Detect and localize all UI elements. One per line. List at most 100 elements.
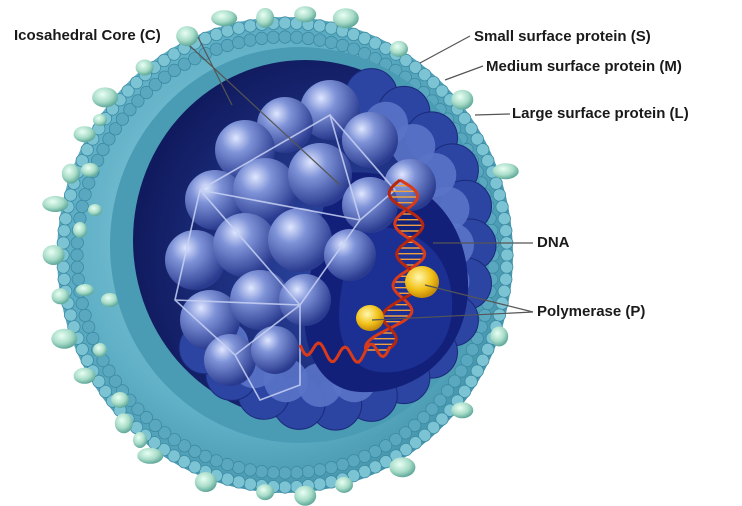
lipid-bead — [314, 478, 326, 490]
lipid-bead — [496, 201, 508, 213]
surface-protein — [256, 8, 274, 28]
surface-protein — [76, 284, 94, 296]
lipid-bead — [267, 467, 279, 479]
surface-protein — [335, 477, 353, 493]
lipid-bead — [59, 213, 71, 225]
surface-protein — [294, 486, 316, 506]
lipid-bead — [83, 177, 95, 189]
surface-protein — [62, 164, 80, 184]
lipid-bead — [221, 473, 233, 485]
lipid-bead — [210, 28, 222, 40]
lipid-bead — [314, 20, 326, 32]
surface-protein — [451, 90, 473, 110]
lipid-bead — [256, 32, 268, 44]
lipid-bead — [500, 225, 512, 237]
lipid-bead — [210, 43, 222, 55]
lipid-bead — [58, 225, 70, 237]
lipid-bead — [72, 273, 84, 285]
lipid-bead — [244, 20, 256, 32]
surface-protein — [111, 392, 129, 408]
lipid-bead — [64, 189, 76, 201]
lipid-bead — [302, 32, 314, 44]
surface-protein — [43, 245, 65, 265]
lipid-bead — [221, 458, 233, 470]
lipid-bead — [500, 273, 512, 285]
lipid-bead — [79, 188, 91, 200]
capsomer — [342, 112, 398, 168]
surface-protein — [211, 10, 237, 26]
lipid-bead — [493, 309, 505, 321]
capsomer — [279, 274, 331, 326]
surface-protein — [74, 368, 96, 384]
lipid-bead — [58, 273, 70, 285]
lipid-bead — [358, 465, 370, 477]
surface-protein — [115, 413, 133, 433]
lipid-bead — [501, 249, 513, 261]
lipid-bead — [233, 22, 245, 34]
lipid-bead — [244, 34, 256, 46]
lipid-bead — [244, 478, 256, 490]
label-medium-surface-protein: Medium surface protein (M) — [486, 58, 682, 76]
surface-protein — [176, 26, 198, 46]
lipid-bead — [498, 285, 510, 297]
lipid-bead — [291, 467, 303, 479]
lipid-bead — [87, 332, 99, 344]
lipid-bead — [314, 34, 326, 46]
capsomer — [268, 208, 332, 272]
surface-protein — [136, 60, 154, 76]
lipid-bead — [479, 309, 491, 321]
lipid-bead — [482, 154, 494, 166]
lipid-bead — [221, 39, 233, 51]
lipid-bead — [76, 297, 88, 309]
label-icosahedral-core: Icosahedral Core (C) — [14, 27, 161, 45]
surface-protein — [42, 196, 68, 212]
lipid-bead — [466, 343, 478, 355]
surface-protein — [93, 343, 107, 357]
lipid-bead — [71, 261, 83, 273]
lipid-bead — [325, 461, 337, 473]
lipid-bead — [256, 465, 268, 477]
surface-protein — [137, 448, 163, 464]
capsomer — [251, 326, 299, 374]
surface-protein — [195, 472, 217, 492]
surface-protein — [493, 163, 519, 179]
lipid-bead — [325, 36, 337, 48]
lipid-bead — [336, 39, 348, 51]
lipid-bead — [336, 458, 348, 470]
label-dna: DNA — [537, 234, 570, 252]
label-small-surface-protein: Small surface protein (S) — [474, 28, 651, 46]
surface-protein — [390, 41, 408, 57]
capsomer — [288, 143, 352, 207]
surface-protein — [73, 222, 87, 238]
lipid-bead — [348, 455, 360, 467]
lipid-bead — [71, 249, 83, 261]
surface-protein — [256, 484, 274, 500]
lipid-bead — [79, 309, 91, 321]
lipid-bead — [76, 343, 88, 355]
surface-protein — [389, 457, 415, 477]
lipid-bead — [302, 465, 314, 477]
surface-protein — [294, 6, 316, 22]
lipid-bead — [233, 461, 245, 473]
lipid-bead — [267, 31, 279, 43]
lipid-bead — [347, 28, 359, 40]
lipid-bead — [291, 31, 303, 43]
lipid-bead — [493, 189, 505, 201]
label-large-surface-protein: Large surface protein (L) — [512, 105, 689, 123]
lipid-bead — [244, 464, 256, 476]
lipid-bead — [279, 17, 291, 29]
lipid-bead — [83, 321, 95, 333]
surface-protein — [74, 126, 96, 142]
lipid-bead — [501, 261, 513, 273]
capsomer — [324, 229, 376, 281]
lipid-bead — [279, 481, 291, 493]
surface-protein — [451, 402, 473, 418]
lipid-bead — [71, 237, 83, 249]
lipid-bead — [233, 476, 245, 488]
label-polymerase: Polymerase (P) — [537, 303, 645, 321]
lipid-bead — [233, 36, 245, 48]
surface-protein — [88, 204, 102, 216]
lipid-bead — [221, 25, 233, 37]
surface-protein — [51, 329, 77, 349]
